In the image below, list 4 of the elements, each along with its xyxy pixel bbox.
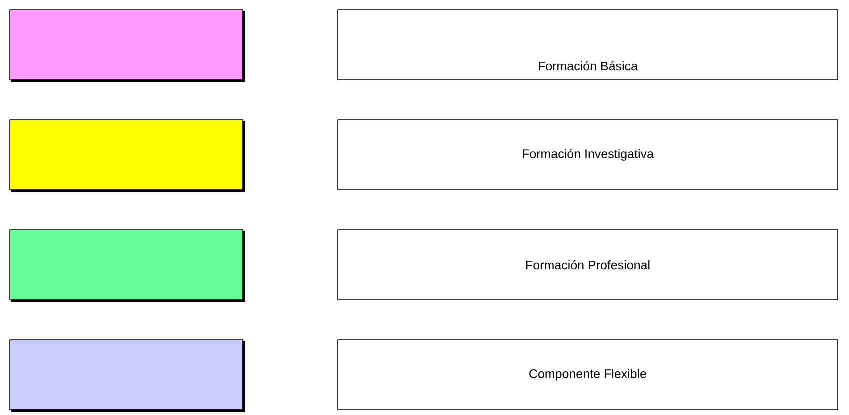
legend-label-box: Formación Básica: [338, 10, 838, 80]
legend-label-box: Formación Profesional: [338, 230, 838, 300]
legend-label-box: Componente Flexible: [338, 340, 838, 410]
legend-label-box: Formación Investigativa: [338, 120, 838, 190]
